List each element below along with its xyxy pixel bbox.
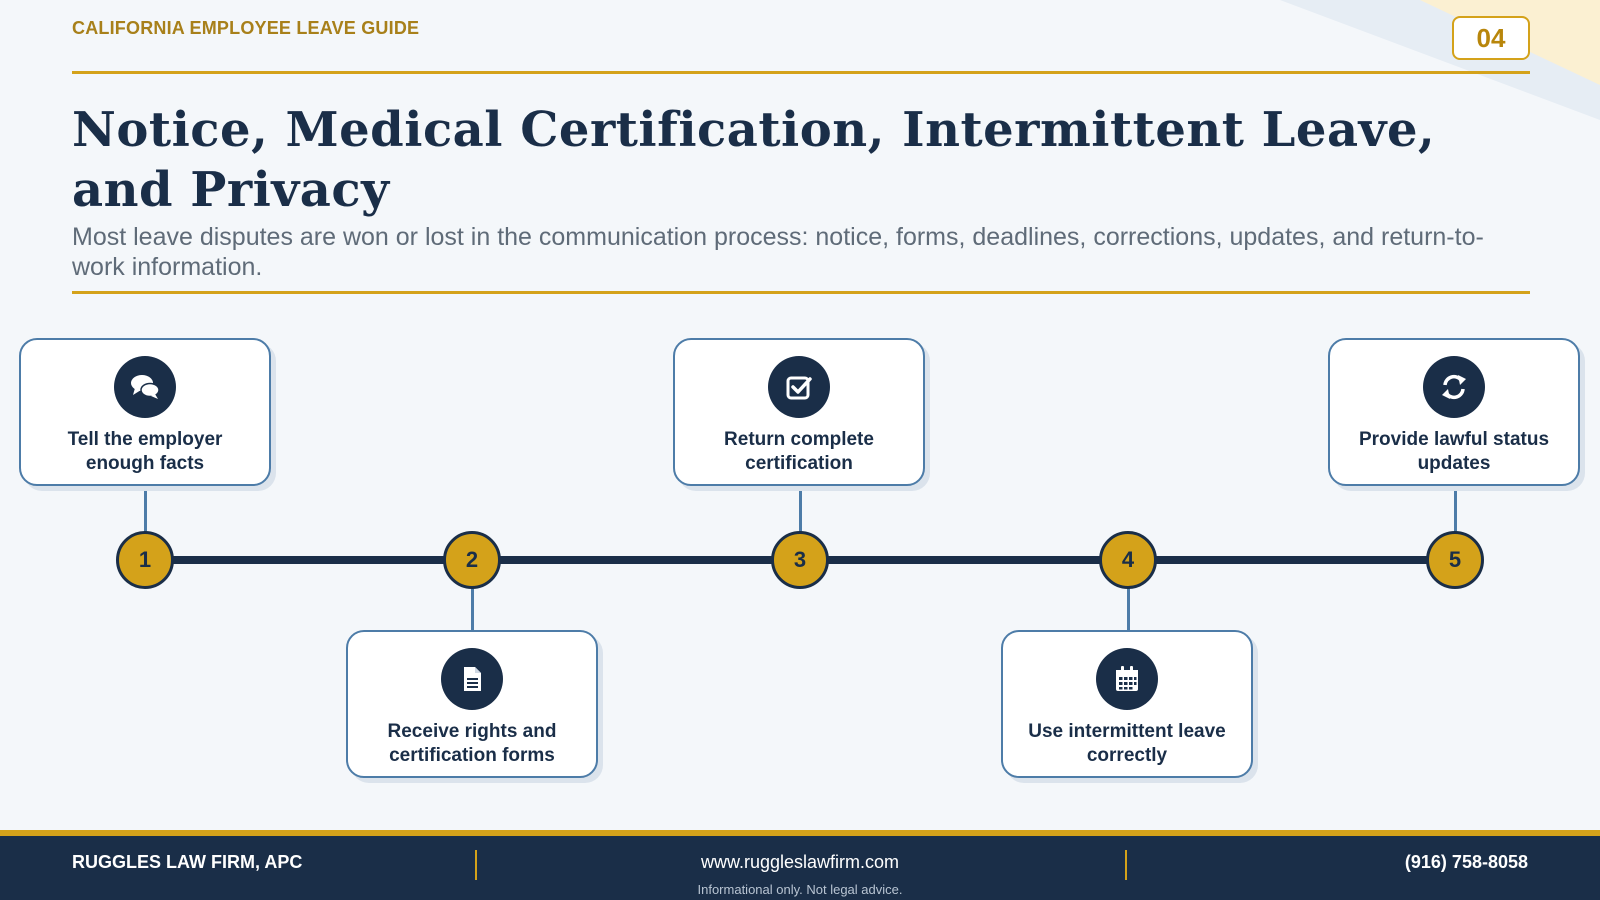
footer-phone[interactable]: (916) 758-8058 bbox=[1404, 852, 1528, 872]
step-2-connector bbox=[471, 588, 474, 632]
page-title: Notice, Medical Certification, Intermitt… bbox=[72, 102, 1436, 218]
chat-icon bbox=[114, 356, 176, 418]
refresh-icon bbox=[1423, 356, 1485, 418]
subtitle-rule bbox=[72, 291, 1530, 294]
step-1-label: Tell the employer enough facts bbox=[67, 429, 223, 474]
step-3-connector bbox=[799, 484, 802, 532]
calendar-icon bbox=[1096, 648, 1158, 710]
step-1-card: Tell the employer enough facts bbox=[19, 338, 271, 486]
step-5-number: 5 bbox=[1426, 531, 1484, 589]
step-4-number: 4 bbox=[1099, 531, 1157, 589]
step-2-label: Receive rights and certification forms bbox=[387, 721, 557, 766]
step-4-card: Use intermittent leave correctly bbox=[1001, 630, 1253, 778]
page-number-badge: 04 bbox=[1452, 16, 1530, 60]
checkbox-icon bbox=[768, 356, 830, 418]
step-1-number: 1 bbox=[116, 531, 174, 589]
step-5-card: Provide lawful status updates bbox=[1328, 338, 1580, 486]
step-2-card: Receive rights and certification forms bbox=[346, 630, 598, 778]
step-5-label: Provide lawful status updates bbox=[1358, 429, 1550, 474]
step-3-label: Return complete certification bbox=[724, 429, 874, 474]
footer-website-link[interactable]: www.ruggleslawfirm.com bbox=[700, 852, 900, 872]
footer-separator-right bbox=[1125, 850, 1127, 880]
footer-firm-name: RUGGLES LAW FIRM, APC bbox=[72, 852, 303, 872]
guide-kicker: CALIFORNIA EMPLOYEE LEAVE GUIDE bbox=[72, 18, 420, 38]
step-1-connector bbox=[144, 484, 147, 532]
step-4-label: Use intermittent leave correctly bbox=[1028, 721, 1226, 766]
document-icon bbox=[441, 648, 503, 710]
step-5-connector bbox=[1454, 484, 1457, 532]
step-3-number: 3 bbox=[771, 531, 829, 589]
footer-separator-left bbox=[475, 850, 477, 880]
page-subtitle: Most leave disputes are won or lost in t… bbox=[72, 223, 1484, 281]
process-timeline: Tell the employer enough facts 1 Receive… bbox=[0, 300, 1600, 810]
footer-disclaimer: Informational only. Not legal advice. bbox=[697, 882, 903, 897]
step-4-connector bbox=[1127, 588, 1130, 632]
footer: RUGGLES LAW FIRM, APC www.ruggleslawfirm… bbox=[0, 830, 1600, 900]
step-2-number: 2 bbox=[443, 531, 501, 589]
header-rule bbox=[72, 71, 1530, 74]
step-3-card: Return complete certification bbox=[673, 338, 925, 486]
